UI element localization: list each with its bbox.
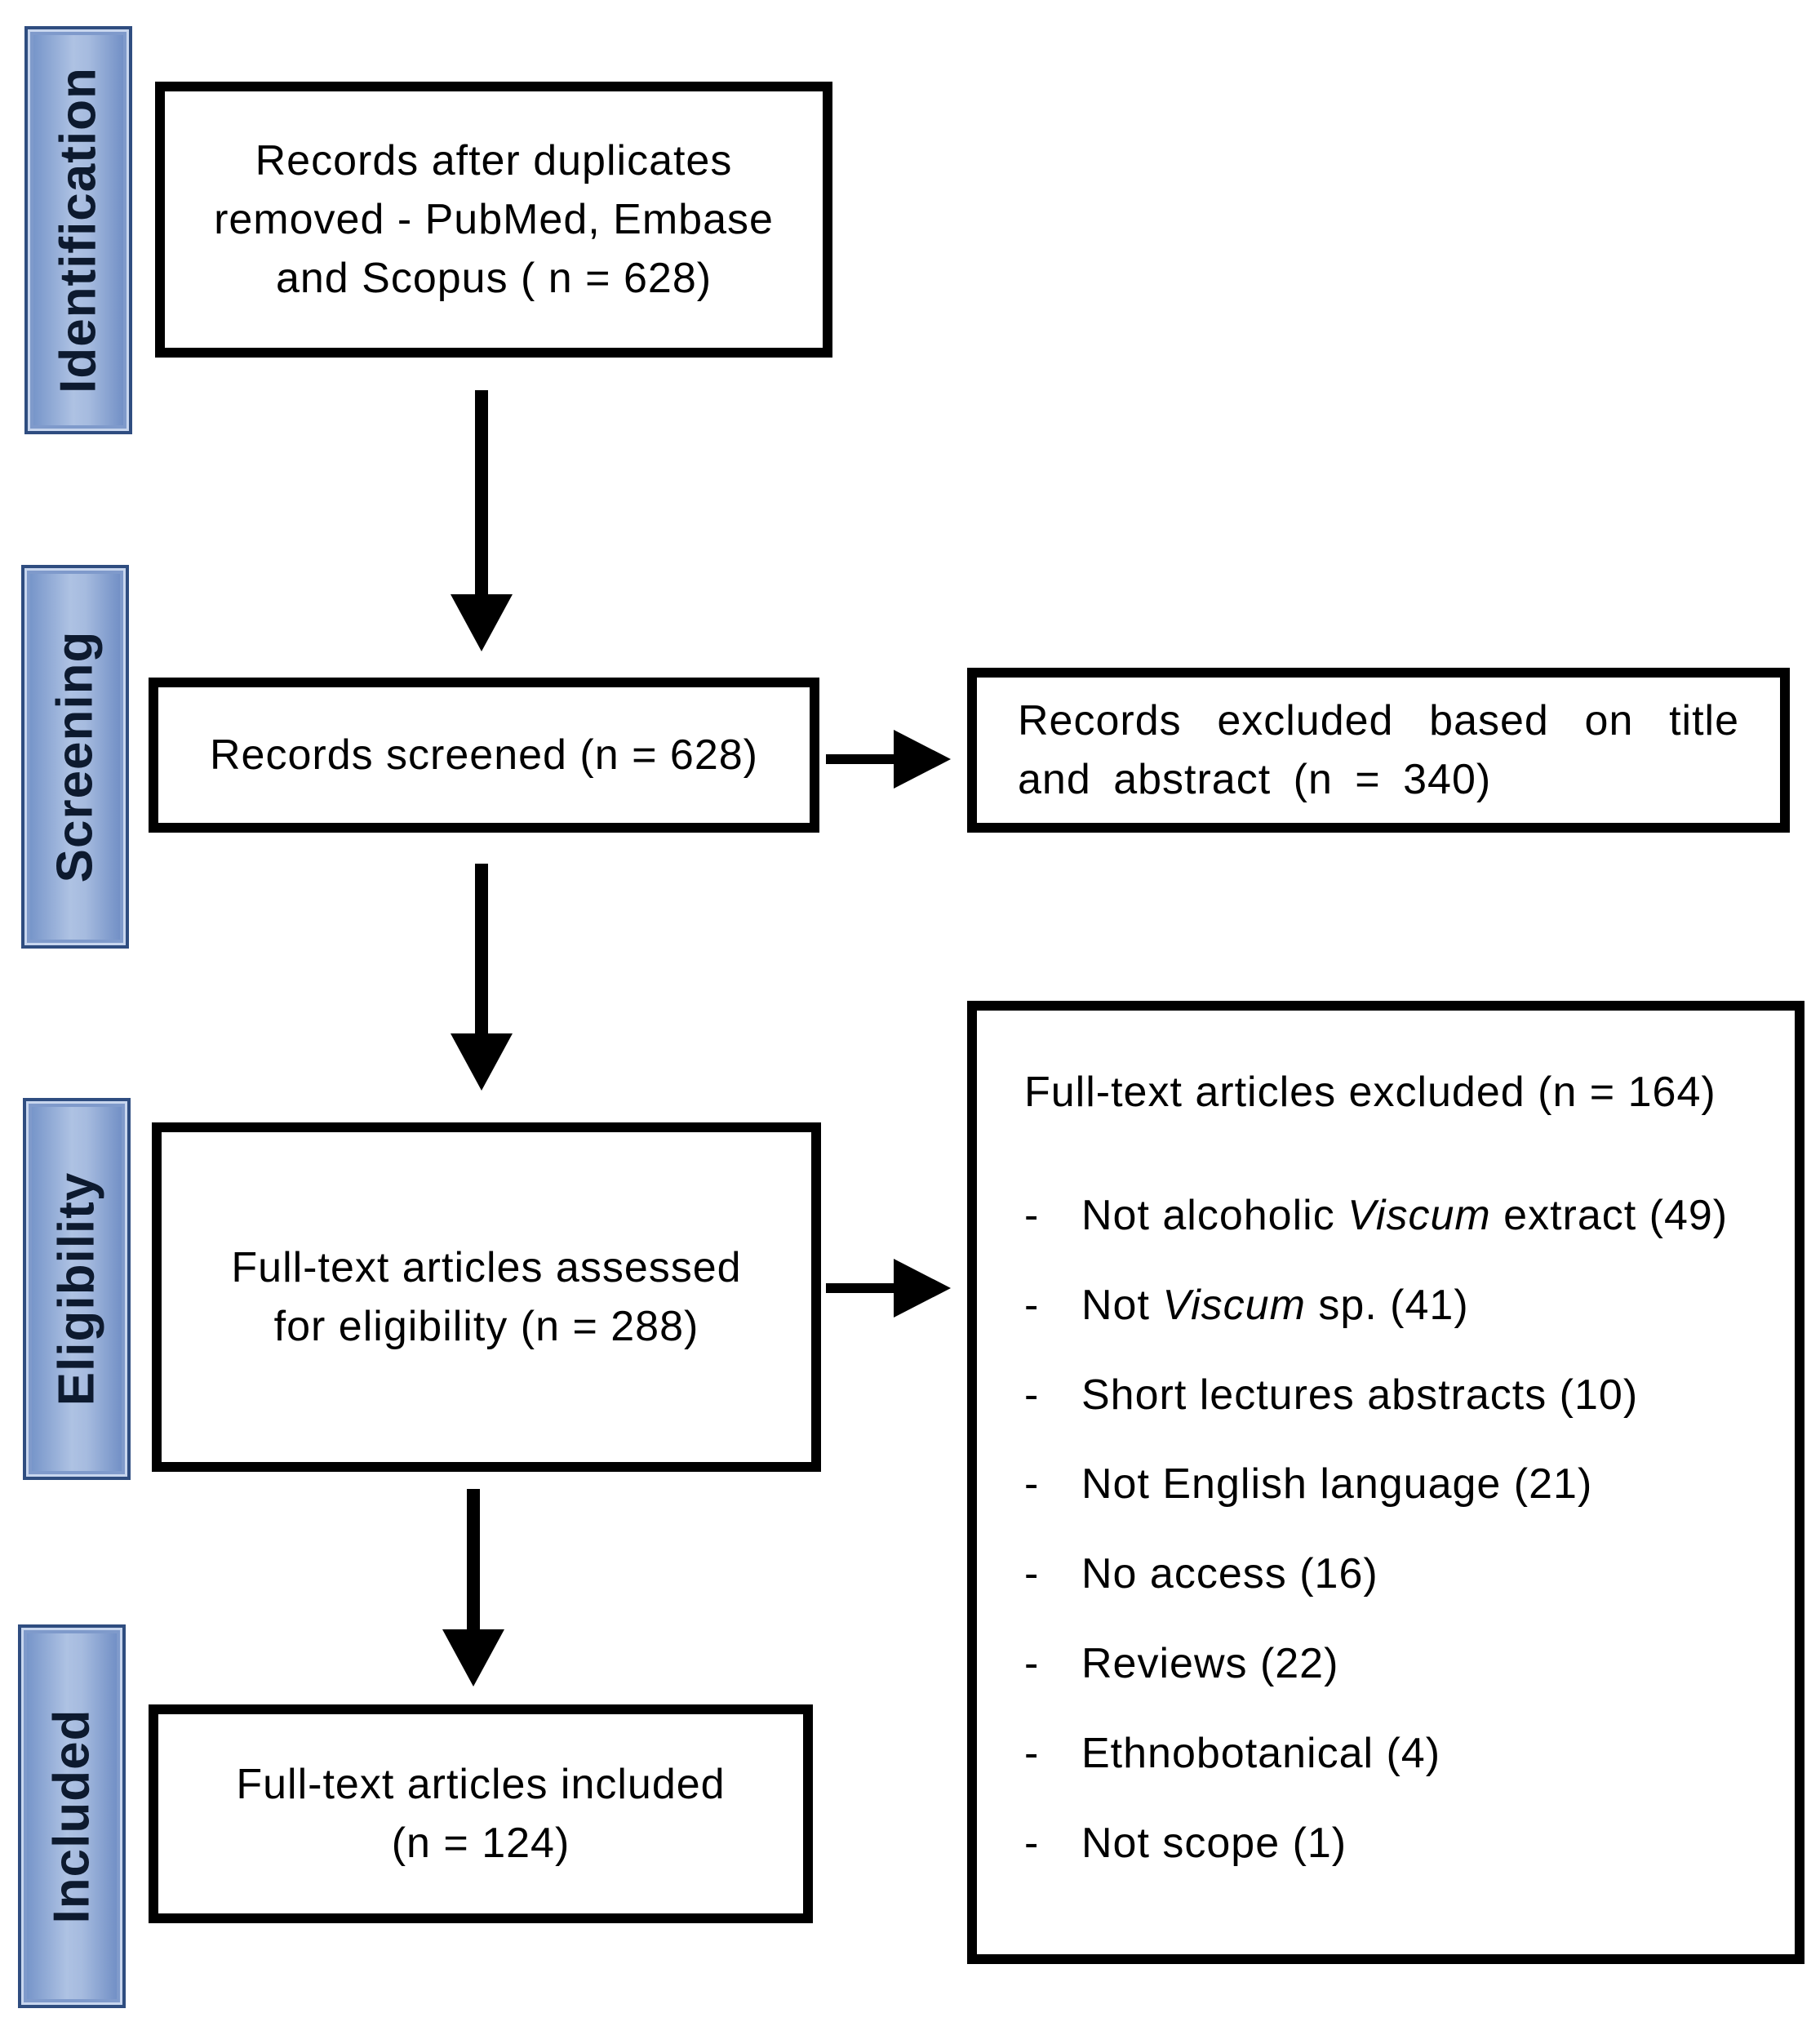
stage-tab-eligibility: Eligibility xyxy=(23,1098,131,1480)
records-after-duplicates-text: Records after duplicates removed - PubMe… xyxy=(214,137,774,302)
exclusion-reason-suffix: sp. (41) xyxy=(1305,1282,1469,1329)
exclusion-reason-text: Not xyxy=(1081,1282,1163,1329)
arrow-screened-to-excluded-head xyxy=(894,730,951,789)
full-text-excluded-heading: Full-text articles excluded (n = 164) xyxy=(1024,1069,1716,1116)
bullet-dash: - xyxy=(1024,1640,1040,1687)
exclusion-reason-text: Ethnobotanical (4) xyxy=(1081,1730,1441,1777)
full-text-included-text: Full-text articles included (n = 124) xyxy=(236,1761,726,1867)
bullet-dash: - xyxy=(1024,1460,1040,1508)
stage-tab-included: Included xyxy=(18,1624,126,2008)
stage-tab-screening: Screening xyxy=(21,565,129,949)
arrow-identification-to-screening-head xyxy=(451,594,513,651)
exclusion-reason-item: -Not Viscum sp. (41) xyxy=(1024,1281,1469,1330)
bullet-dash: - xyxy=(1024,1192,1040,1239)
records-excluded-box: Records excluded based on title and abst… xyxy=(967,668,1790,833)
exclusion-reason-item: -No access (16) xyxy=(1024,1549,1378,1598)
exclusion-reason-text: No access (16) xyxy=(1081,1550,1378,1598)
exclusion-reason-text: Reviews (22) xyxy=(1081,1640,1339,1687)
exclusion-reason-text: Short lectures abstracts (10) xyxy=(1081,1371,1639,1419)
arrow-screened-to-assessed-head xyxy=(451,1033,513,1091)
exclusion-reason-italic: Viscum xyxy=(1347,1192,1491,1239)
exclusion-reason-text: Not alcoholic xyxy=(1081,1192,1348,1239)
full-text-included-box: Full-text articles included (n = 124) xyxy=(149,1704,813,1923)
exclusion-reason-item: -Reviews (22) xyxy=(1024,1639,1338,1688)
exclusion-reason-item: -Short lectures abstracts (10) xyxy=(1024,1371,1638,1420)
exclusion-reason-text: Not scope (1) xyxy=(1081,1820,1347,1867)
exclusion-reason-italic: Viscum xyxy=(1162,1282,1306,1329)
exclusion-reason-suffix: extract (49) xyxy=(1490,1192,1729,1239)
records-screened-box: Records screened (n = 628) xyxy=(149,678,819,833)
bullet-dash: - xyxy=(1024,1820,1040,1867)
exclusion-reason-text: Not English language (21) xyxy=(1081,1460,1593,1508)
exclusion-reason-item: -Not alcoholic Viscum extract (49) xyxy=(1024,1191,1728,1240)
bullet-dash: - xyxy=(1024,1730,1040,1777)
records-screened-text: Records screened (n = 628) xyxy=(209,731,758,779)
records-after-duplicates-box: Records after duplicates removed - PubMe… xyxy=(155,82,832,358)
exclusion-reason-item: -Ethnobotanical (4) xyxy=(1024,1729,1440,1778)
full-text-excluded-box: Full-text articles excluded (n = 164) -N… xyxy=(967,1001,1804,1964)
arrow-assessed-to-excluded-head xyxy=(894,1259,951,1318)
arrow-assessed-to-included-head xyxy=(442,1629,504,1686)
records-excluded-text: Records excluded based on title and abst… xyxy=(1018,697,1739,803)
full-text-assessed-text: Full-text articles assessed for eligibil… xyxy=(231,1244,742,1350)
bullet-dash: - xyxy=(1024,1282,1040,1329)
exclusion-reason-item: -Not scope (1) xyxy=(1024,1819,1347,1868)
exclusion-reason-item: -Not English language (21) xyxy=(1024,1460,1592,1509)
stage-tab-identification: Identification xyxy=(24,26,132,434)
bullet-dash: - xyxy=(1024,1371,1040,1419)
bullet-dash: - xyxy=(1024,1550,1040,1598)
full-text-assessed-box: Full-text articles assessed for eligibil… xyxy=(152,1122,821,1472)
